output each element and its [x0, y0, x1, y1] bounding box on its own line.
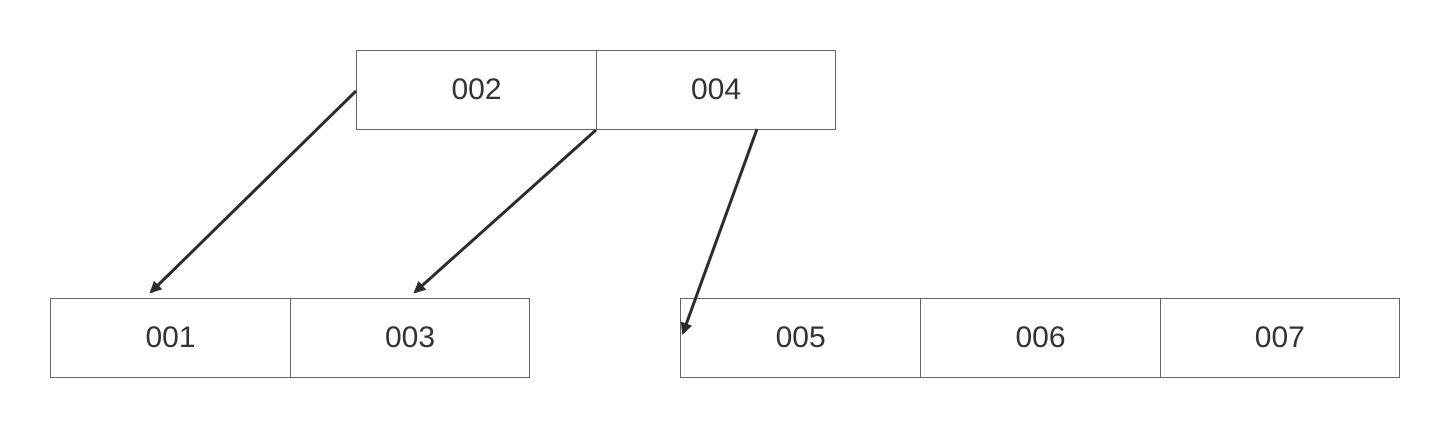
edge-root-to-001 [149, 89, 358, 294]
leaf-node-right: 005 006 007 [680, 298, 1400, 378]
leaf-key-006: 006 [920, 299, 1159, 377]
edge-root-to-003 [413, 128, 598, 294]
leaf-key-007: 007 [1159, 299, 1399, 377]
leaf-key-001: 001 [145, 321, 196, 354]
root-key-004: 004 [596, 51, 835, 129]
leaf-key-005: 005 [775, 321, 826, 354]
root-key-002: 002 [451, 73, 502, 106]
root-node: 002 004 [356, 50, 836, 130]
leaf-key-003: 003 [290, 299, 529, 377]
leaf-node-left: 001 003 [50, 298, 530, 378]
